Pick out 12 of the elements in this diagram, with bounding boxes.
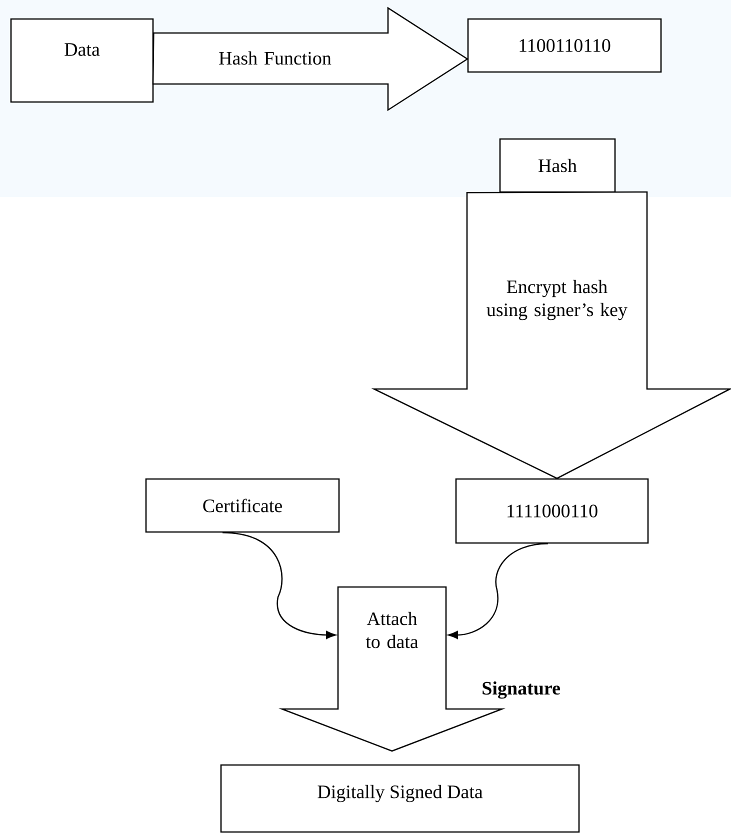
process-box: Certificate [145,478,340,533]
process-box: Data [10,18,154,103]
process-box: Hash [499,138,616,193]
edge-label: Encrypt hash using signer’s key [486,280,628,320]
process-box: 1111000110 [455,478,649,544]
curved-arrow [448,543,548,640]
process-box: Digitally Signed Data [220,764,580,833]
edge-label: Hash Function [219,51,332,65]
process-box: 1100110110 [467,18,662,73]
block-arrow [152,6,469,112]
curved-arrow [222,532,336,640]
block-arrow [371,191,731,480]
